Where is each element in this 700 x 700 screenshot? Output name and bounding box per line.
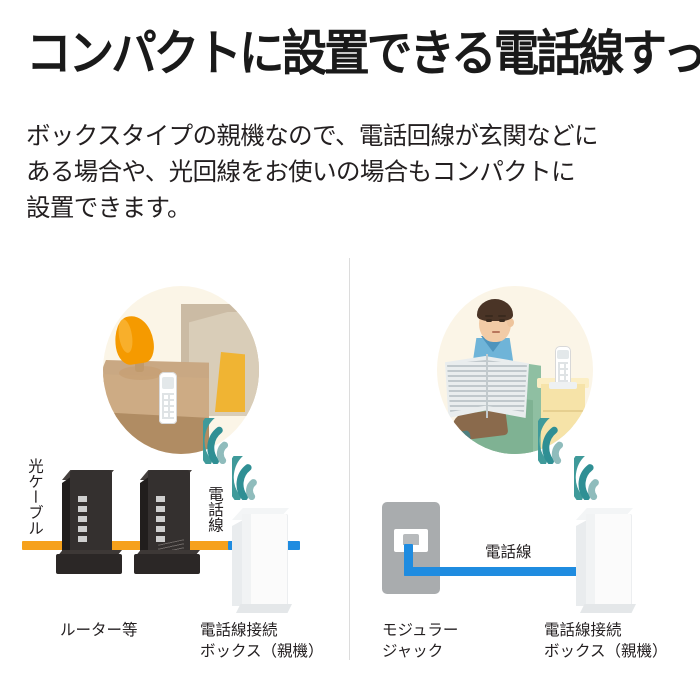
description-line-2: ある場合や、光回線をお使いの場合もコンパクトに [26, 157, 576, 186]
right-scene-illustration [437, 286, 593, 454]
person-brow-left [485, 315, 493, 317]
router-base [56, 554, 122, 574]
right-panel: 電話線 モジュラー ジャック [350, 258, 700, 678]
description-line-1: ボックスタイプの親機なので、電話回線が玄関などに [26, 121, 598, 150]
box-side [232, 520, 243, 606]
wifi-waves-icon-right-scene [538, 418, 564, 464]
phone-cable-right-horizontal [404, 567, 590, 576]
router-leds [156, 496, 165, 544]
handset-screen [161, 376, 175, 389]
person-brow-right [498, 315, 506, 317]
cordless-handset-icon [159, 372, 177, 424]
person-mouth [492, 331, 500, 333]
door-panel [215, 352, 245, 412]
router-side [62, 476, 72, 564]
base-unit-box-icon-right [576, 506, 640, 616]
caption-line-1: 電話線接続 [200, 621, 278, 639]
wifi-waves-icon-box-right [574, 456, 599, 500]
box-shade [586, 514, 595, 606]
optical-cable [22, 541, 242, 550]
person-ear [507, 318, 514, 327]
router-leds [78, 496, 87, 544]
caption-modular-jack: モジュラー ジャック [382, 620, 458, 662]
base-unit-box-icon-left [232, 506, 296, 616]
handset-screen [557, 349, 569, 359]
lamp-stem [135, 358, 144, 372]
box-foot [580, 604, 636, 613]
left-panel: 光ケーブル 電話線 [0, 258, 349, 678]
box-side [576, 520, 587, 606]
optical-cable-label: 光ケーブル [26, 458, 44, 536]
router-icon-1 [56, 470, 128, 574]
caption-line-1: 電話線接続 [544, 621, 622, 639]
person-eye-left [486, 319, 492, 322]
caption-line-2: ボックス（親機） [544, 642, 668, 660]
phone-cable-right-vertical [404, 544, 413, 576]
description-line-3: 設置できます。 [26, 193, 191, 222]
side-table-drawer-line [543, 410, 583, 412]
router-body [70, 470, 112, 558]
caption-line-2: ジャック [382, 642, 444, 660]
jack-port [403, 534, 419, 545]
left-diagram: 光ケーブル 電話線 [0, 258, 349, 678]
router-side [140, 476, 150, 564]
left-scene-illustration [103, 286, 259, 454]
handset-cradle [549, 382, 577, 389]
panel-divider [349, 258, 350, 660]
box-shade [242, 514, 251, 606]
caption-base-box-right: 電話線接続 ボックス（親機） [544, 620, 668, 662]
phone-line-label-left: 電話線 [206, 486, 224, 533]
newspaper-fold [486, 354, 488, 418]
caption-line-1: モジュラー [382, 621, 459, 639]
right-diagram: 電話線 モジュラー ジャック [350, 258, 700, 678]
phone-line-label-right: 電話線 [485, 543, 532, 561]
router-icon-2 [134, 470, 206, 574]
description-text: ボックスタイプの親機なので、電話回線が玄関などに ある場合や、光回線をお使いの場… [26, 118, 666, 226]
wifi-waves-icon [203, 418, 229, 464]
router-base [134, 554, 200, 574]
box-foot [236, 604, 292, 613]
wifi-waves-icon-box-left [232, 456, 257, 500]
caption-base-box-left: 電話線接続 ボックス（親機） [200, 620, 324, 662]
lamp-glow [119, 366, 163, 380]
person-eye-right [499, 319, 505, 322]
page-title: コンパクトに設置できる電話線すっきりモデル [26, 25, 700, 82]
caption-router: ルーター等 [60, 621, 138, 639]
cabinet-shadow [103, 412, 209, 454]
handset-keypad [162, 392, 174, 419]
handset-keypad [557, 362, 569, 382]
caption-line-2: ボックス（親機） [200, 642, 324, 660]
cordless-handset-icon [555, 346, 571, 386]
